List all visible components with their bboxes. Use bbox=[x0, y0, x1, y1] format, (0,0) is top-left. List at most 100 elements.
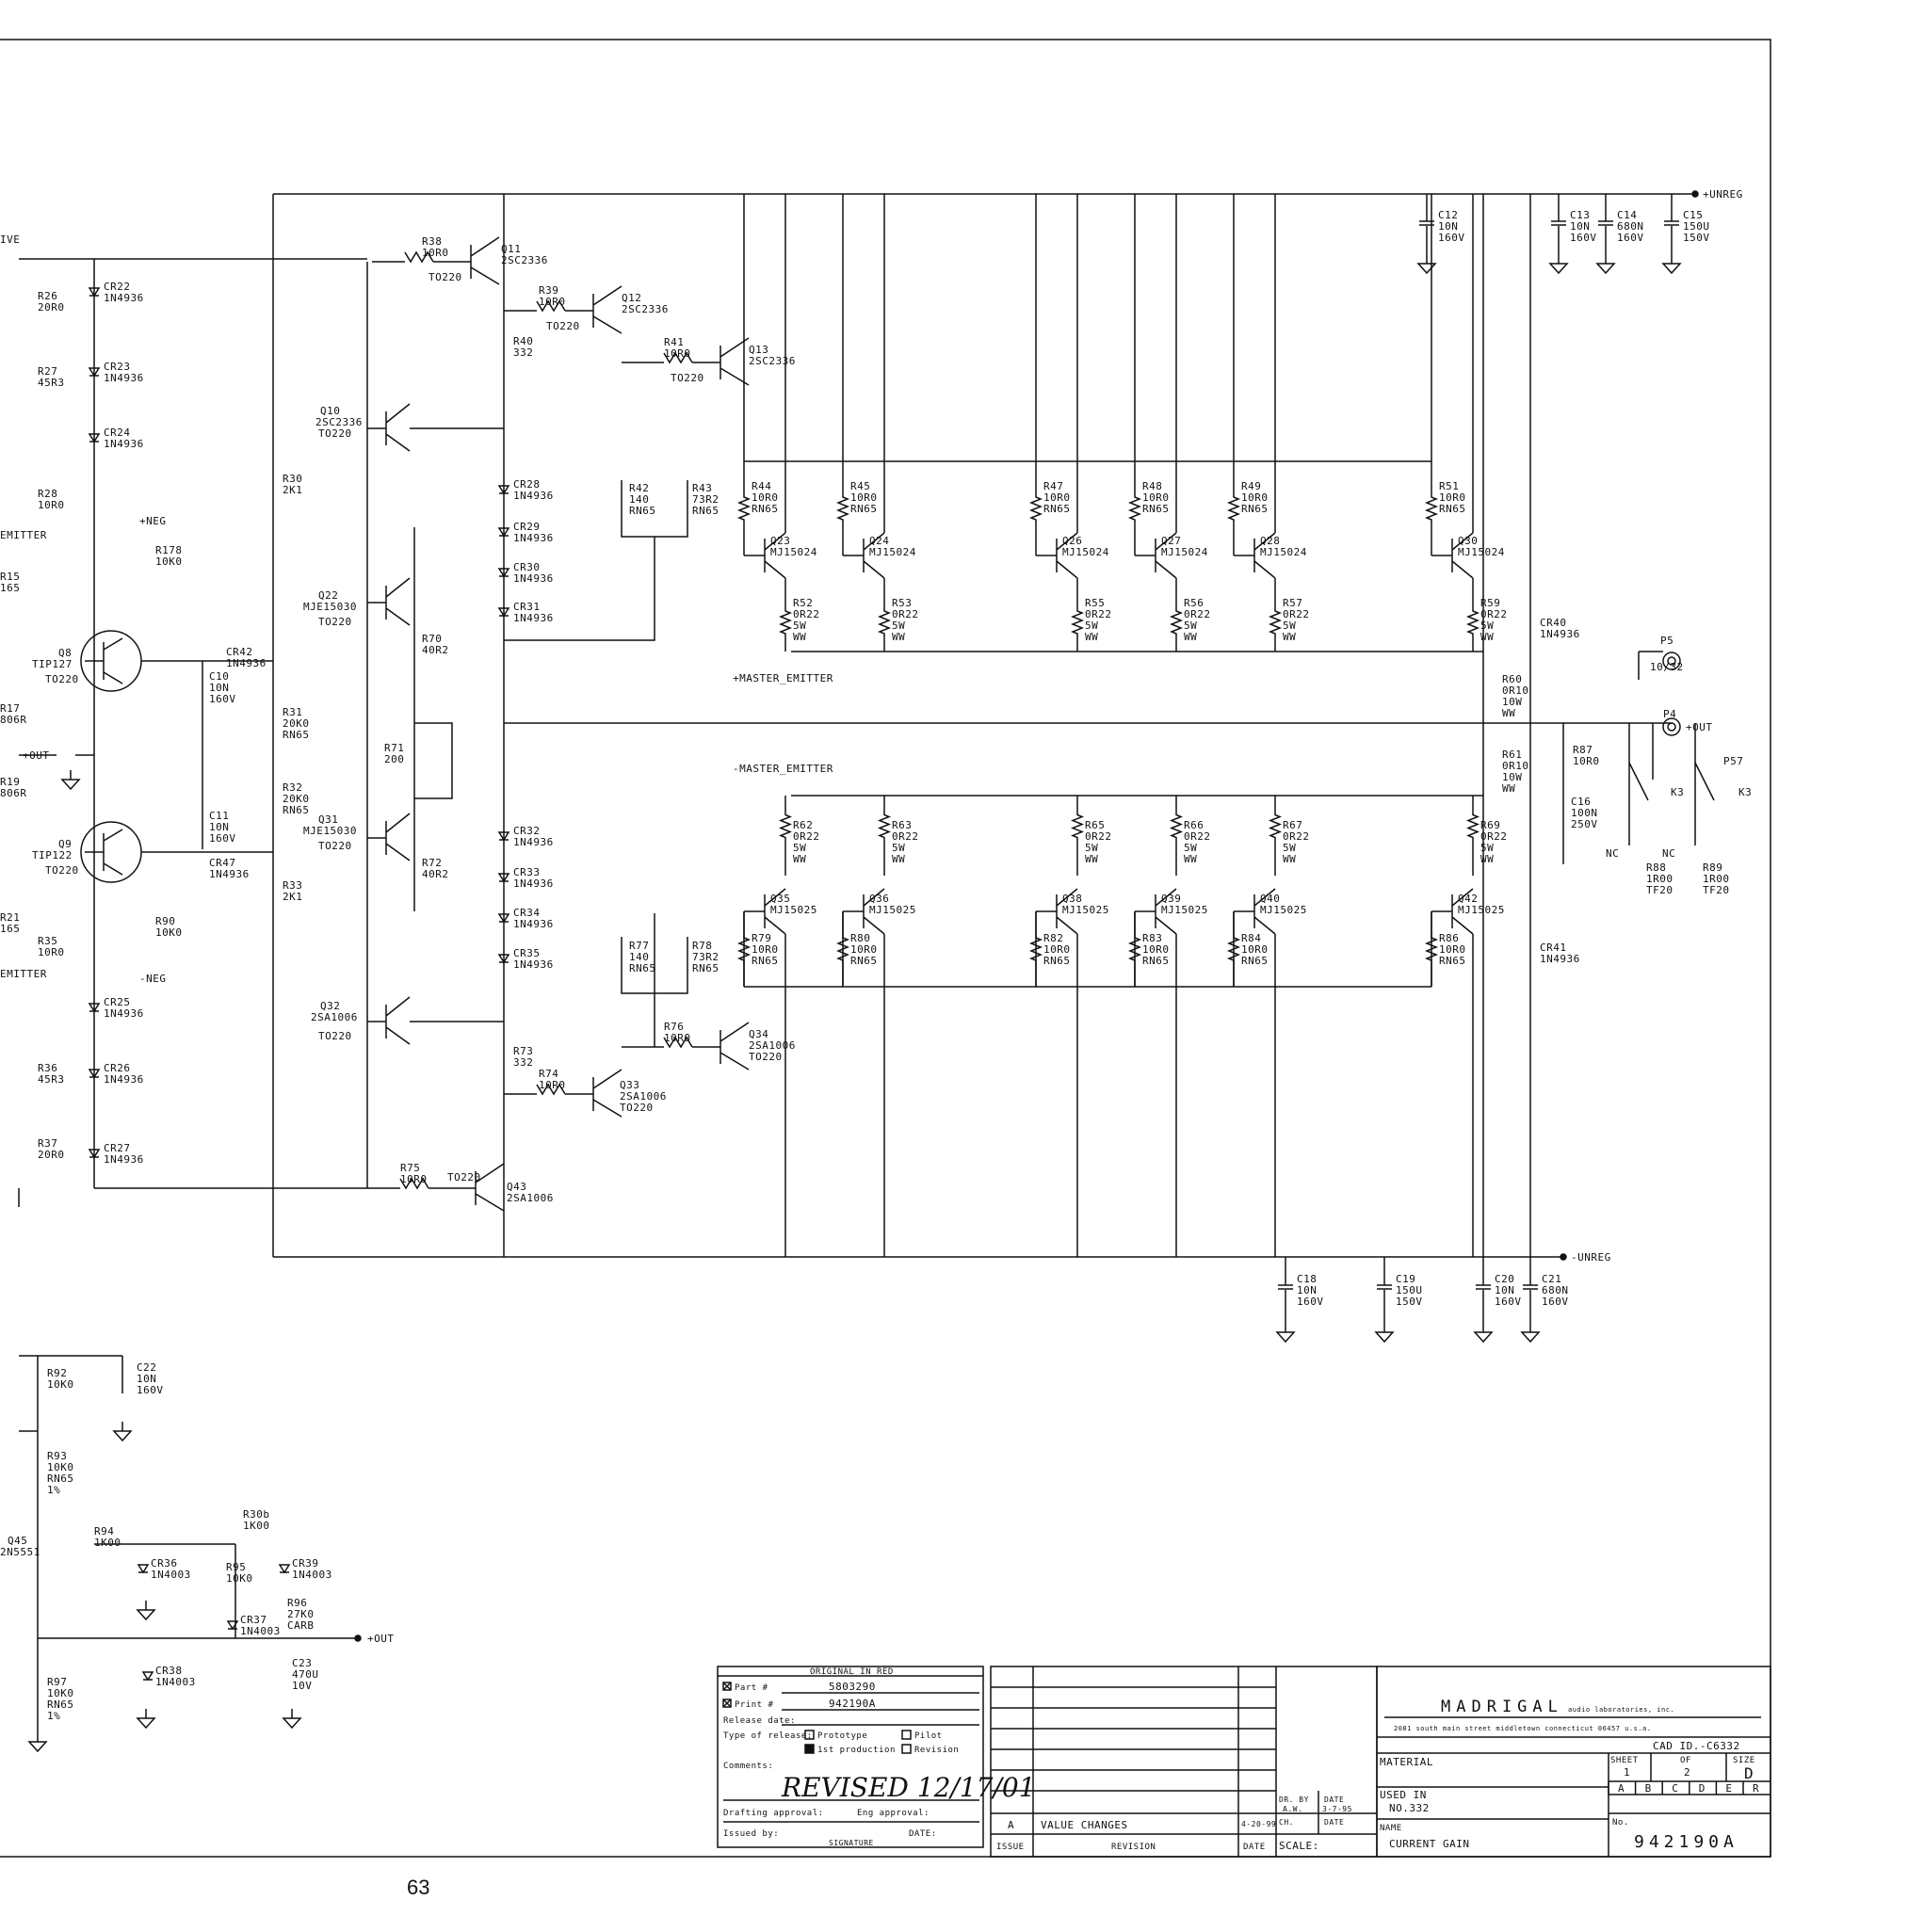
component-label: 10R0 bbox=[850, 491, 878, 504]
component-label: 470U bbox=[292, 1668, 319, 1681]
diode-label: CR29 bbox=[513, 521, 541, 533]
svg-text:MJE15030: MJE15030 bbox=[303, 825, 357, 837]
component-label: 5W bbox=[1085, 620, 1098, 632]
component-label: 0R22 bbox=[1480, 830, 1508, 843]
component-label: 0R22 bbox=[1184, 830, 1211, 843]
component-label: 10K0 bbox=[47, 1687, 74, 1699]
diode-symbol bbox=[141, 1671, 154, 1682]
component-label: WW bbox=[892, 853, 905, 865]
component-label: 10R0 bbox=[1142, 491, 1170, 504]
diode-symbol bbox=[88, 1003, 101, 1013]
svg-text:SCALE:: SCALE: bbox=[1279, 1840, 1319, 1852]
svg-text:10W: 10W bbox=[1502, 771, 1522, 783]
driver-q12: R39 10R0 TO220 Q12 2SC2336 bbox=[504, 284, 668, 334]
resistor-symbol bbox=[877, 593, 892, 652]
svg-text:1N4936: 1N4936 bbox=[226, 657, 267, 669]
component-label: 10R0 bbox=[1241, 491, 1269, 504]
component-label: WW bbox=[793, 853, 806, 865]
component-label: 1N4936 bbox=[104, 292, 144, 304]
svg-text:Q9: Q9 bbox=[58, 838, 72, 850]
ground-symbol bbox=[1595, 254, 1616, 275]
component-label: 20R0 bbox=[38, 301, 65, 314]
component-label: 27K0 bbox=[287, 1608, 315, 1620]
capacitor-symbol bbox=[1551, 220, 1566, 226]
svg-text:RN65: RN65 bbox=[692, 505, 720, 517]
diode-label: CR33 bbox=[513, 866, 541, 878]
svg-text:200: 200 bbox=[384, 753, 404, 765]
component-label: C23 bbox=[292, 1657, 312, 1669]
resistor-symbol bbox=[1028, 461, 1043, 555]
capacitor-symbol bbox=[1476, 1284, 1491, 1290]
diode-symbol bbox=[137, 1564, 150, 1574]
component-label: 10N bbox=[1438, 220, 1458, 233]
component-label: WW bbox=[793, 631, 806, 643]
svg-text:10R0: 10R0 bbox=[539, 296, 566, 308]
pos-unreg-label: +UNREG bbox=[1703, 188, 1743, 201]
component-label: 0R22 bbox=[1283, 608, 1310, 620]
svg-text:10/32: 10/32 bbox=[1650, 661, 1684, 673]
component-label: Q28 bbox=[1260, 535, 1280, 547]
page-number: 63 bbox=[407, 1876, 430, 1899]
svg-text:REVISION: REVISION bbox=[1111, 1843, 1156, 1852]
svg-text:R73: R73 bbox=[513, 1045, 533, 1057]
component-label: Q39 bbox=[1161, 893, 1181, 905]
svg-text:SIZE: SIZE bbox=[1733, 1756, 1755, 1765]
component-label: 5W bbox=[1184, 620, 1197, 632]
diode-label: 1N4936 bbox=[513, 836, 554, 848]
component-label: C22 bbox=[137, 1361, 156, 1374]
component-label: C21 bbox=[1542, 1273, 1561, 1285]
resistor-symbol bbox=[736, 911, 752, 987]
zone-label: D bbox=[1699, 1782, 1706, 1795]
svg-text:R60: R60 bbox=[1502, 673, 1522, 685]
component-label: 680N bbox=[1617, 220, 1644, 233]
svg-text:MJE15030: MJE15030 bbox=[303, 601, 357, 613]
component-label: 5W bbox=[1480, 620, 1494, 632]
component-label: 150V bbox=[1396, 1296, 1423, 1308]
component-label: 10R0 bbox=[1439, 491, 1466, 504]
svg-text:R70: R70 bbox=[422, 633, 442, 645]
component-label: Q23 bbox=[770, 535, 790, 547]
resistor-symbol bbox=[1268, 796, 1283, 857]
component-label: RN65 bbox=[1142, 503, 1170, 515]
svg-text:73R2: 73R2 bbox=[692, 493, 720, 506]
svg-text:942190A: 942190A bbox=[829, 1698, 876, 1710]
component-label: MJ15025 bbox=[1062, 904, 1109, 916]
component-label: 160V bbox=[1495, 1296, 1522, 1308]
component-label: 10K0 bbox=[226, 1572, 253, 1585]
component-label: 680N bbox=[1542, 1284, 1569, 1296]
svg-text:R72: R72 bbox=[422, 857, 442, 869]
ground-symbol bbox=[136, 1601, 156, 1621]
svg-text:TO220: TO220 bbox=[671, 372, 704, 384]
svg-text:Q11: Q11 bbox=[501, 243, 521, 255]
svg-text:RN65: RN65 bbox=[283, 729, 310, 741]
component-label: RN65 bbox=[1241, 955, 1269, 967]
svg-text:250V: 250V bbox=[1571, 818, 1598, 830]
zone-label: E bbox=[1725, 1782, 1732, 1795]
component-label: C19 bbox=[1396, 1273, 1415, 1285]
component-label: Q27 bbox=[1161, 535, 1181, 547]
component-label: 0R22 bbox=[1283, 830, 1310, 843]
svg-text:2: 2 bbox=[1684, 1766, 1690, 1779]
component-label: 0R22 bbox=[793, 830, 820, 843]
component-label: R49 bbox=[1241, 480, 1261, 492]
svg-text:DATE: DATE bbox=[1324, 1818, 1344, 1827]
svg-text:Release date:: Release date: bbox=[723, 1716, 796, 1726]
svg-text:R76: R76 bbox=[664, 1021, 684, 1033]
svg-text:R38: R38 bbox=[422, 235, 442, 248]
component-label: 10R0 bbox=[752, 943, 779, 956]
component-label: Q38 bbox=[1062, 893, 1082, 905]
svg-text:CH.: CH. bbox=[1279, 1818, 1294, 1827]
ground-symbol bbox=[1374, 1323, 1395, 1344]
svg-text:Prototype: Prototype bbox=[817, 1731, 867, 1741]
component-label: R96 bbox=[287, 1597, 307, 1609]
resistor-symbol bbox=[1226, 911, 1241, 987]
diode-symbol bbox=[497, 527, 510, 538]
component-label: R47 bbox=[1043, 480, 1063, 492]
svg-text:2081 south main street middlet: 2081 south main street middletown connec… bbox=[1394, 1725, 1651, 1732]
component-label: R63 bbox=[892, 819, 912, 831]
svg-text:R87: R87 bbox=[1573, 744, 1593, 756]
resistor-symbol bbox=[835, 461, 850, 555]
svg-text:TO220: TO220 bbox=[45, 864, 79, 877]
svg-text:EMITTER: EMITTER bbox=[0, 529, 47, 541]
